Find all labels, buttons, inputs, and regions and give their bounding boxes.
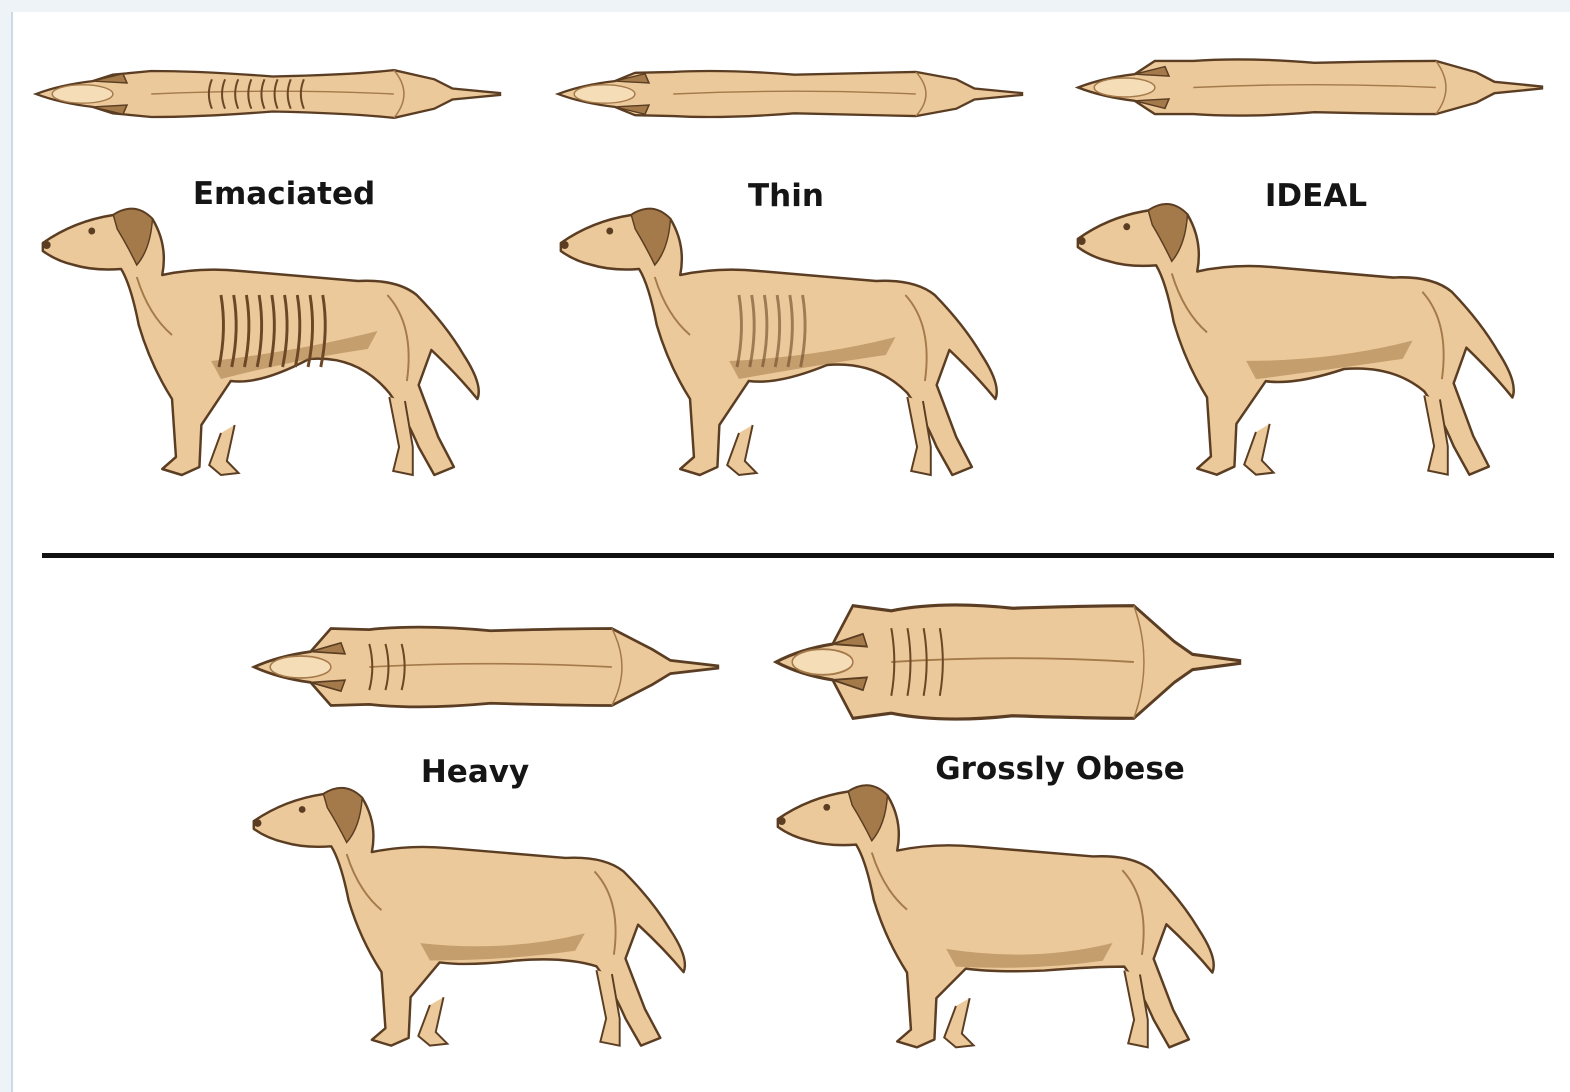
emaciated-top-view-icon (30, 48, 505, 140)
grossly-obese-side-view-icon (770, 762, 1230, 1067)
thin-side-view-icon (553, 185, 1013, 495)
ideal-side-view-icon (1070, 180, 1530, 495)
heavy-side-view-icon (246, 765, 701, 1065)
section-divider (42, 553, 1554, 558)
heavy-top-view-icon (248, 612, 723, 722)
grossly-obese-top-view-icon (770, 598, 1245, 726)
thin-top-view-icon (552, 48, 1027, 140)
frame-edge-line (11, 12, 13, 1092)
frame-top-border (0, 0, 1570, 12)
frame-left-border (0, 0, 11, 1092)
ideal-top-view-icon (1072, 40, 1547, 135)
emaciated-side-view-icon (35, 185, 495, 495)
